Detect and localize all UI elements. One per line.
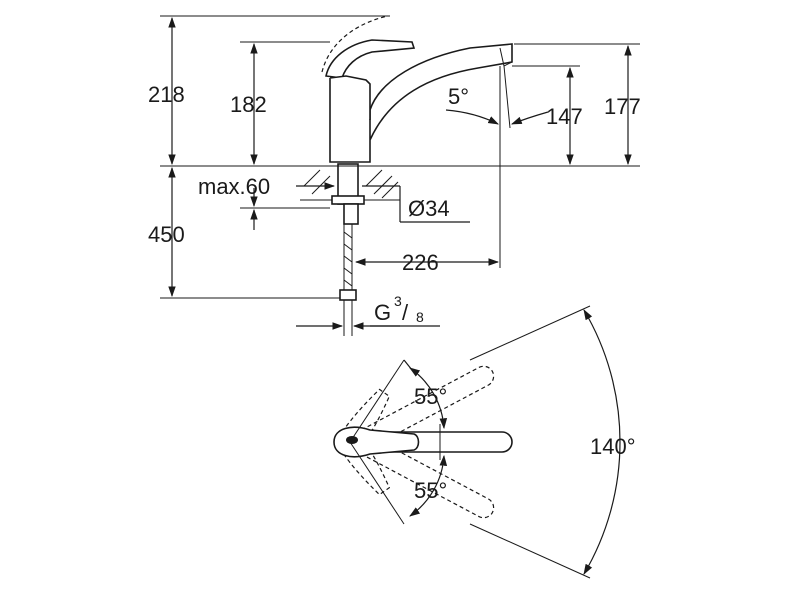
faucet-body: [329, 43, 513, 163]
dim-lever-angle-top: 55°: [414, 384, 447, 409]
dim-diameter-34: Ø34: [408, 196, 450, 221]
hose-end: [343, 300, 353, 336]
mounting-nut: [331, 195, 365, 205]
hose-fitting: [339, 289, 357, 301]
hose-braid: [343, 231, 353, 287]
dim-450: 450: [148, 222, 185, 247]
top-view: 55° 55° 140°: [333, 305, 636, 579]
lever-raised-outline: [321, 15, 389, 73]
side-view: 218 182 177 147 5° max.60 Ø34 450 226 G …: [148, 15, 641, 336]
dim-177: 177: [604, 94, 641, 119]
dim-connection-g: G: [374, 300, 391, 325]
faucet-body-top: [329, 75, 371, 120]
dim-connection-denominator: 8: [416, 309, 424, 325]
spout-swivel-outline-upper: [355, 365, 495, 452]
dim-lever-angle-bottom: 55°: [414, 478, 447, 503]
spout-swivel-outline-lower: [355, 432, 495, 519]
dim-226: 226: [402, 250, 439, 275]
supply-hose: [343, 224, 353, 292]
lever-cap: [346, 436, 358, 444]
dim-swivel-angle: 140°: [590, 434, 636, 459]
mounting-washer: [343, 203, 359, 225]
dim-connection-slash: /: [402, 300, 409, 325]
dim-147: 147: [546, 104, 583, 129]
dim-182: 182: [230, 92, 267, 117]
lever: [325, 39, 416, 79]
dim-218: 218: [148, 82, 185, 107]
dim-max-60: max.60: [198, 174, 270, 199]
dim-connection-numerator: 3: [394, 293, 402, 309]
dim-5-degree: 5°: [448, 84, 469, 109]
